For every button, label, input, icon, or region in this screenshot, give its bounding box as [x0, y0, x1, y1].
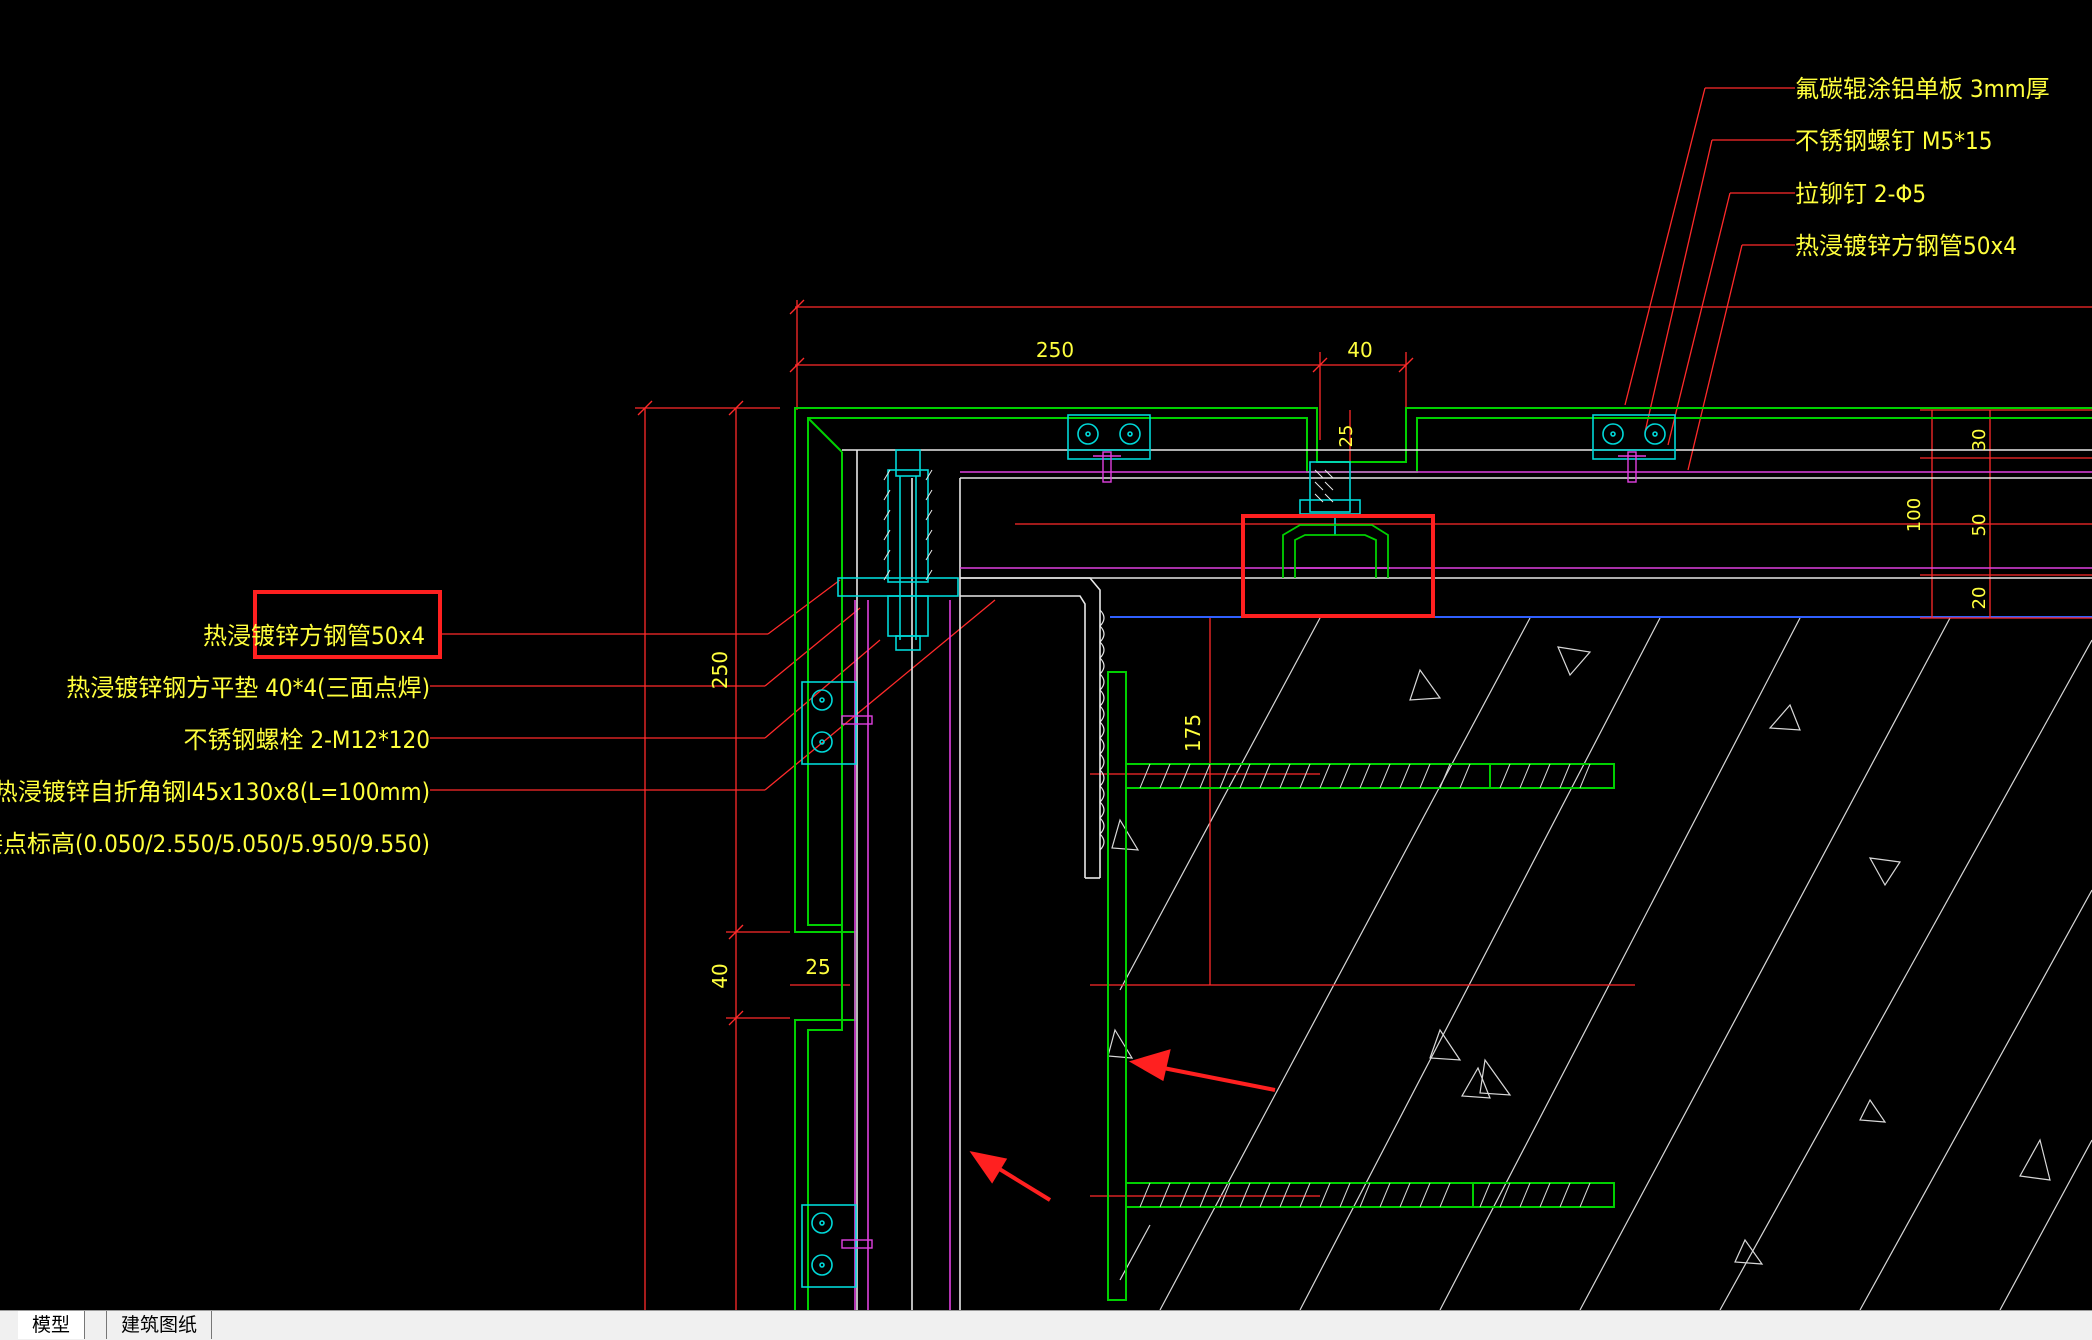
label-stainless-screw: 不锈钢螺钉 M5*15 — [1795, 127, 1992, 155]
label-flat-washer: 热浸镀锌钢方平垫 40*4(三面点焊) — [66, 674, 430, 702]
dimension-texts: 250 40 25 30 100 50 20 250 40 25 175 — [708, 338, 1990, 989]
dim-250-left: 250 — [708, 651, 732, 689]
anchor-thread — [1139, 763, 1591, 1208]
label-aluminum-panel: 氟碳辊涂铝单板 3mm厚 — [1795, 75, 2050, 103]
bolt-hatch — [883, 469, 1334, 581]
center-channel — [1282, 524, 1389, 578]
tab-architectural-drawing[interactable]: 建筑图纸 — [106, 1311, 213, 1339]
dimension-ticks — [637, 299, 1414, 1026]
label-angle-steel: 热浸镀锌自折角钢l45x130x8(L=100mm) — [0, 778, 430, 806]
cad-drawing: 氟碳辊涂铝单板 3mm厚 不锈钢螺钉 M5*15 拉铆钉 2-Φ5 热浸镀锌方钢… — [0, 75, 2092, 1310]
steel-frame — [842, 449, 2092, 1310]
dim-40-left: 40 — [708, 963, 732, 988]
label-rivet: 拉铆钉 2-Φ5 — [1795, 180, 1926, 208]
concrete-triangles — [1107, 646, 2051, 1265]
screws — [841, 451, 1646, 1249]
dim-175: 175 — [1181, 714, 1205, 752]
magenta-details — [854, 471, 2092, 1310]
dim-25-left: 25 — [805, 955, 830, 979]
dim-40-top: 40 — [1347, 338, 1372, 362]
dim-25-top: 25 — [1336, 425, 1357, 448]
label-square-tube-right: 热浸镀锌方钢管50x4 — [1795, 232, 2017, 260]
dim-30: 30 — [1969, 429, 1990, 452]
layout-tab-bar: 模型 建筑图纸 — [0, 1310, 2092, 1340]
dim-50: 50 — [1969, 514, 1990, 537]
tab-model[interactable]: 模型 — [18, 1311, 86, 1339]
clip-details — [801, 414, 1676, 1288]
highlight-box-connector — [1241, 514, 1435, 618]
labels-left: 热浸镀锌方钢管50x4 热浸镀锌钢方平垫 40*4(三面点焊) 不锈钢螺栓 2-… — [0, 622, 430, 858]
dim-250-top: 250 — [1036, 338, 1074, 362]
labels-right: 氟碳辊涂铝单板 3mm厚 不锈钢螺钉 M5*15 拉铆钉 2-Φ5 热浸镀锌方钢… — [1795, 75, 2050, 260]
highlight-box-label — [253, 590, 442, 659]
dim-100: 100 — [1904, 498, 1925, 532]
weld-bead — [1099, 609, 1105, 851]
annotation-arrows — [969, 1049, 1276, 1202]
label-square-tube-left: 热浸镀锌方钢管50x4 — [203, 622, 425, 650]
dimension-lines — [430, 87, 2092, 1310]
drawing-canvas[interactable]: 氟碳辊涂铝单板 3mm厚 不锈钢螺钉 M5*15 拉铆钉 2-Φ5 热浸镀锌方钢… — [0, 0, 2092, 1310]
concrete-hatch — [1119, 617, 2092, 1310]
label-weld-elevation: 焊接点标高(0.050/2.550/5.050/5.950/9.550) — [0, 830, 430, 858]
dim-20: 20 — [1969, 587, 1990, 610]
label-bolt: 不锈钢螺栓 2-M12*120 — [184, 726, 430, 754]
